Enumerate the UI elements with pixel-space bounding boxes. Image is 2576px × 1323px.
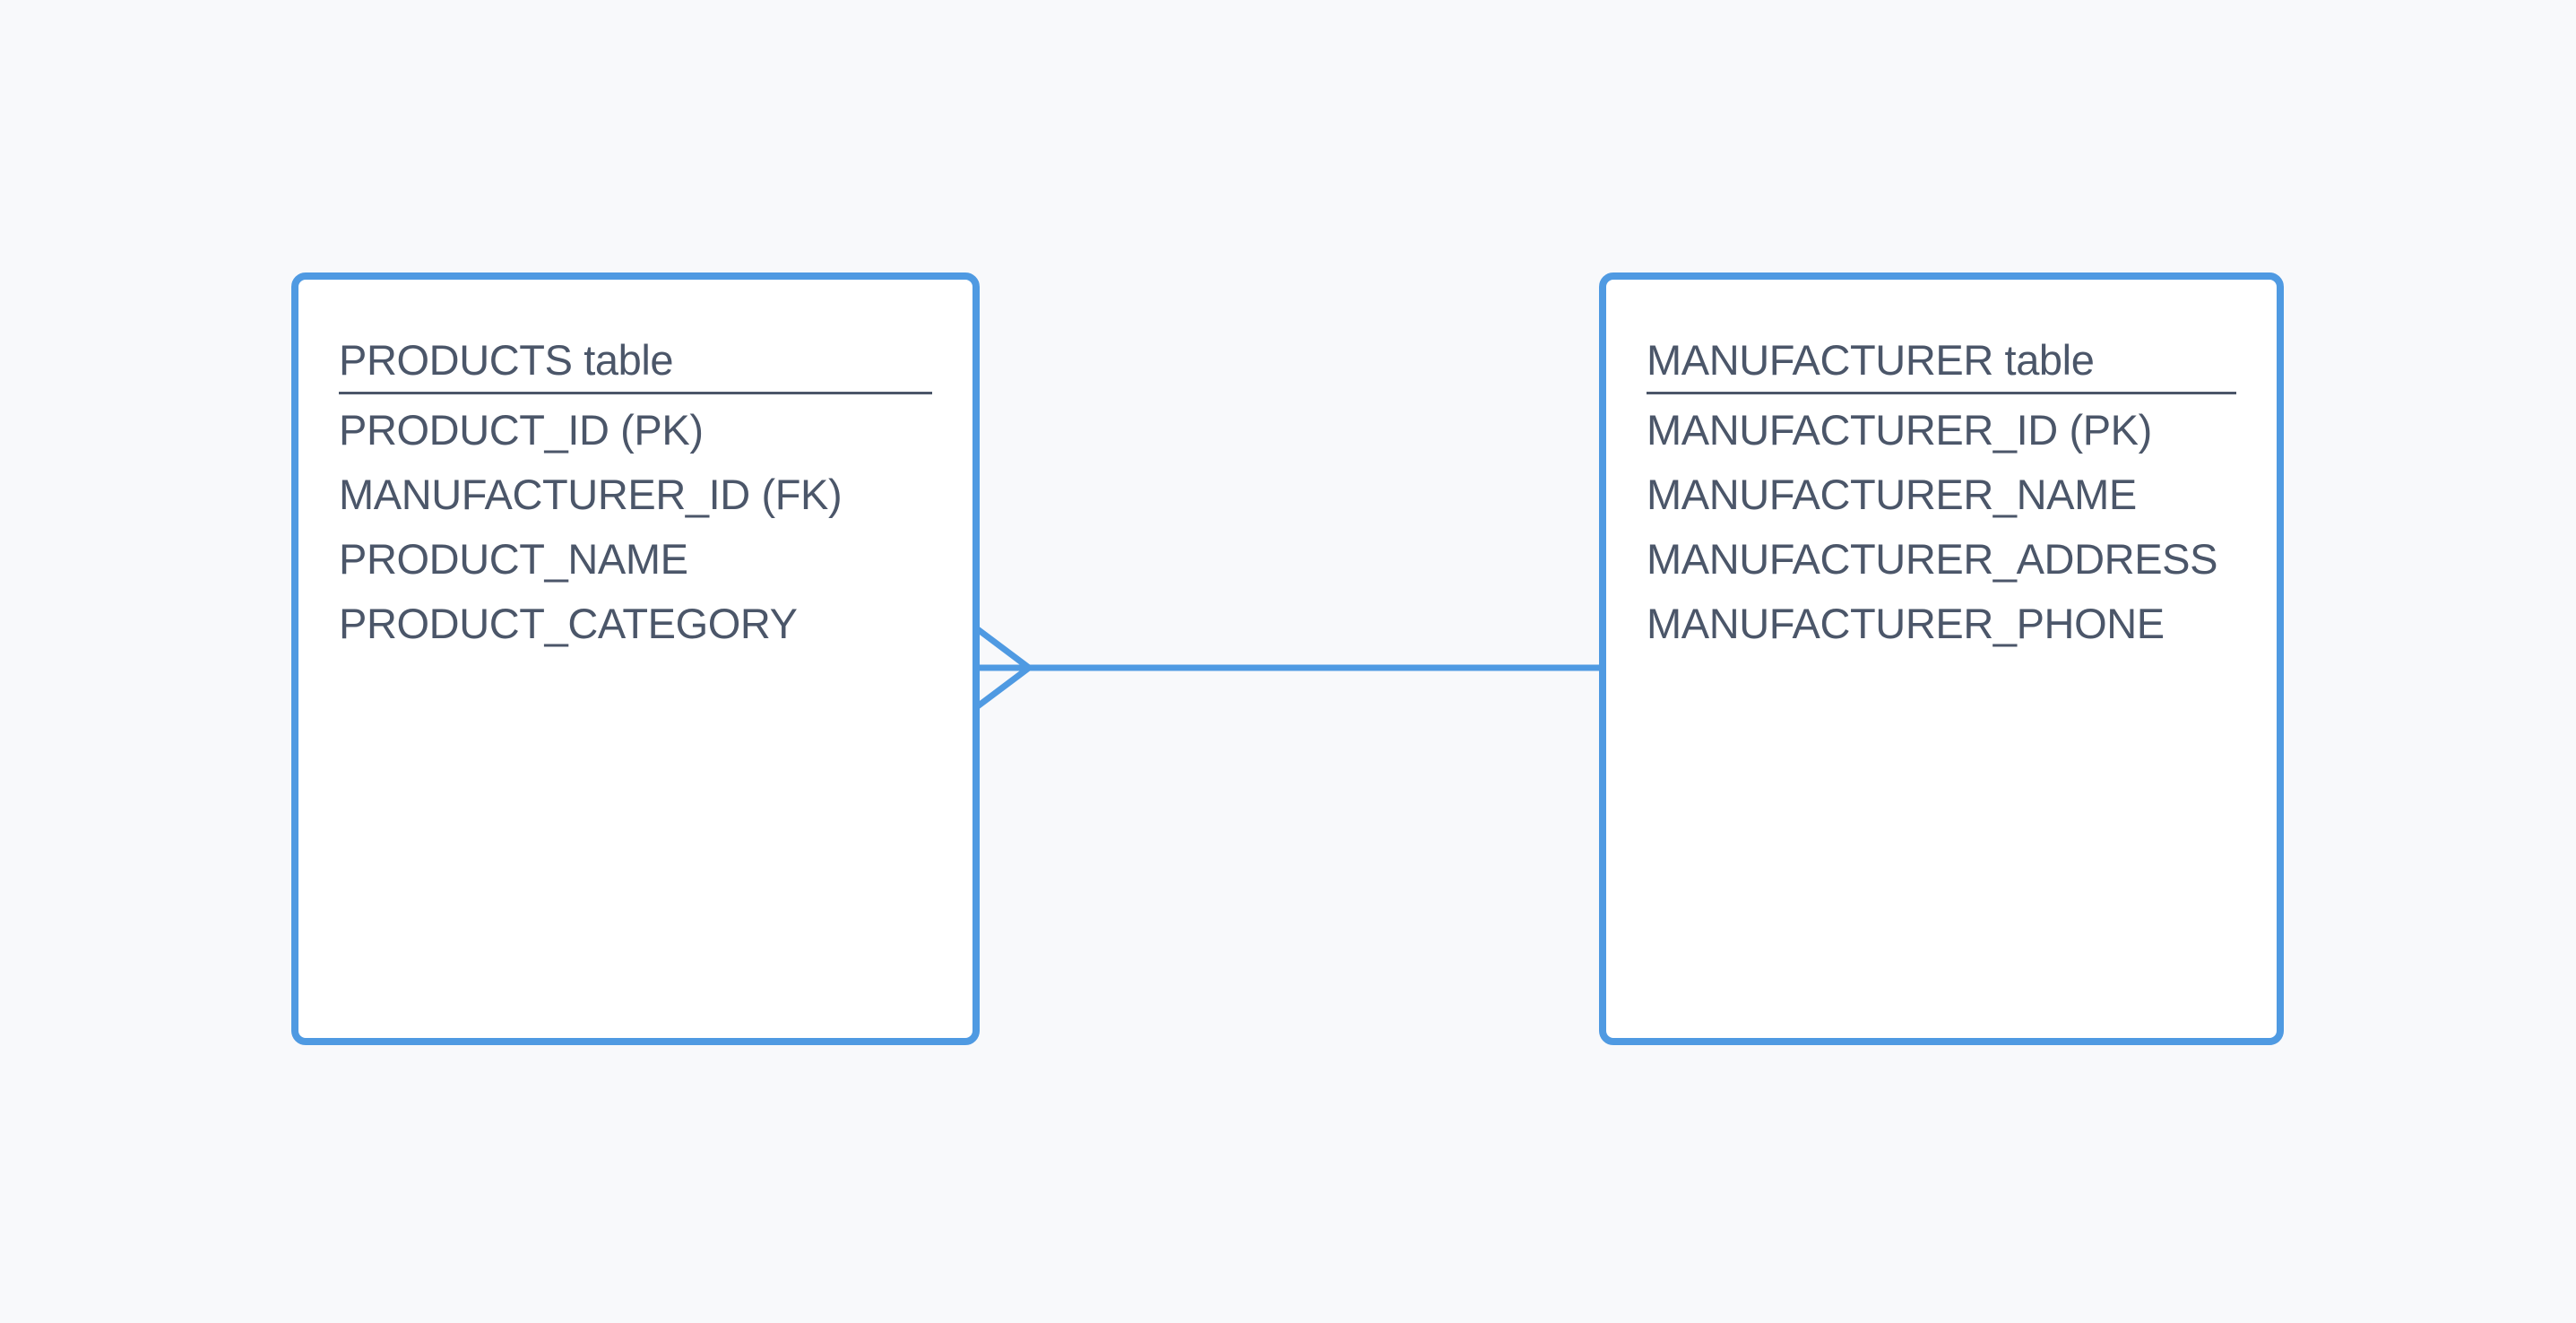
entity-box-products[interactable]: PRODUCTS table PRODUCT_ID (PK) MANUFACTU… (291, 272, 980, 1045)
entity-box-manufacturer[interactable]: MANUFACTURER table MANUFACTURER_ID (PK) … (1599, 272, 2284, 1045)
crows-foot-prong-lower (972, 665, 1032, 711)
crows-foot-prong-upper (972, 625, 1032, 670)
entity-field: MANUFACTURER_ID (FK) (339, 471, 843, 518)
entity-field: PRODUCT_ID (PK) (339, 406, 704, 454)
entity-content-products: PRODUCTS table PRODUCT_ID (PK) MANUFACTU… (339, 339, 932, 656)
entity-content-manufacturer: MANUFACTURER table MANUFACTURER_ID (PK) … (1647, 339, 2236, 656)
entity-title-manufacturer: MANUFACTURER table (1647, 339, 2236, 394)
entity-field: PRODUCT_CATEGORY (339, 600, 798, 647)
entity-field: MANUFACTURER_ADDRESS (1647, 535, 2218, 583)
entity-field: MANUFACTURER_NAME (1647, 471, 2137, 518)
relationship-connector[interactable] (968, 610, 1613, 726)
entity-field: MANUFACTURER_ID (PK) (1647, 406, 2152, 454)
entity-field-list-manufacturer: MANUFACTURER_ID (PK) MANUFACTURER_NAME M… (1647, 398, 2236, 656)
entity-field: PRODUCT_NAME (339, 535, 688, 583)
entity-title-products: PRODUCTS table (339, 339, 932, 394)
entity-field-list-products: PRODUCT_ID (PK) MANUFACTURER_ID (FK) PRO… (339, 398, 932, 656)
entity-field: MANUFACTURER_PHONE (1647, 600, 2165, 647)
